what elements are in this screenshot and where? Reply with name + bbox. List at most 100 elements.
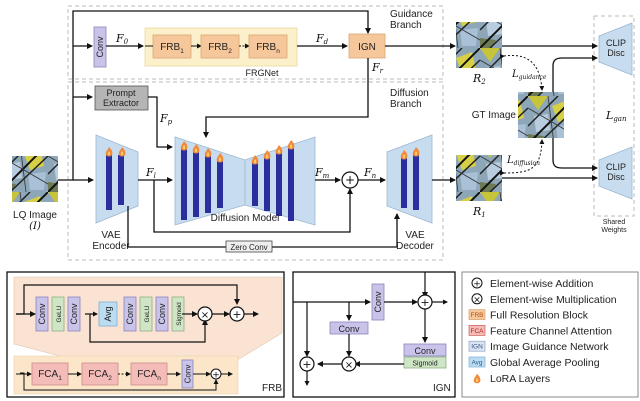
lq-image <box>12 156 58 202</box>
ign-sigmoid-label: Sigmoid <box>412 361 437 368</box>
fca-layer-gelu: GeLU <box>139 296 153 332</box>
legend-label: Element-wise Addition <box>490 278 593 290</box>
svg-text:+: + <box>345 173 355 187</box>
frb-badge-icon: FRB <box>468 309 486 320</box>
legend-item: IGN Image Guidance Network <box>468 340 609 353</box>
diffusion-branch-box <box>67 81 444 261</box>
legend-label: Feature Channel Attention <box>490 325 612 337</box>
avg-badge-icon: Avg <box>468 356 486 368</box>
fr-label: Fr <box>371 61 384 75</box>
svg-text:Conv: Conv <box>69 303 79 325</box>
gt-to-disc-top-arrow <box>552 55 598 92</box>
frb-block: FRB1 <box>152 34 192 59</box>
lora-flame-icon <box>275 145 283 155</box>
svg-text:Conv: Conv <box>37 303 47 325</box>
guidance-loss-arrow <box>499 54 545 91</box>
clip-disc-top <box>598 22 633 76</box>
decoder-bar <box>413 155 419 210</box>
svg-text:FRB1: FRB1 <box>160 42 184 55</box>
vae-decoder <box>386 134 433 224</box>
svg-text:+: + <box>302 358 311 371</box>
legend-item: + Element-wise Addition <box>471 277 593 290</box>
fca-layer-avg: Avg <box>98 301 118 327</box>
fca-layer-conv: Conv <box>123 296 137 332</box>
fp-arrow <box>148 96 173 150</box>
conv-block <box>93 26 107 68</box>
ign-badge-icon: IGN <box>468 340 486 352</box>
svg-text:×: × <box>201 310 209 321</box>
svg-text:Conv: Conv <box>125 303 135 325</box>
unet-layer-bar <box>264 157 270 211</box>
f0-label: F0 <box>115 32 129 46</box>
l-diffusion-label: Ldiffusion <box>506 155 540 167</box>
svg-text:+: + <box>232 308 241 321</box>
fca-block: FCA2 <box>81 362 119 386</box>
fp-label: Fp <box>159 112 173 126</box>
legend-label: LoRA Layers <box>490 373 550 385</box>
gt-image-label: GT Image <box>472 110 517 121</box>
plus-circle-icon: + <box>471 277 483 290</box>
ign-conv-right-label: Conv <box>414 346 436 356</box>
encoder-bar <box>106 155 112 210</box>
fca-mult-arrow <box>89 314 208 343</box>
vae-encoder <box>95 134 139 224</box>
legend-label: Image Guidance Network <box>490 341 609 353</box>
r2-image <box>456 22 502 68</box>
svg-text:FRBn: FRBn <box>256 42 280 55</box>
fr-arrow <box>203 58 369 138</box>
unet-layer-bar <box>193 151 199 217</box>
svg-text:+: + <box>420 296 429 309</box>
ign-label: IGN <box>358 42 376 53</box>
fca-badge-icon: FCA <box>468 325 486 336</box>
unet-layer-bar <box>288 147 294 221</box>
legend-label: Element-wise Multiplication <box>490 294 617 306</box>
svg-text:GeLU: GeLU <box>56 305 63 322</box>
frb-blocks: FRB1 FRB2 FRBn <box>145 34 288 59</box>
svg-text:GeLU: GeLU <box>144 305 151 322</box>
l-guidance-label: Lguidance <box>511 69 547 81</box>
r1-label: R1 <box>472 205 486 219</box>
unet-layer-bar <box>252 162 258 206</box>
svg-text:IGN: IGN <box>471 344 483 351</box>
fn-label: Fn <box>363 166 377 180</box>
legend-item: ×Element-wise Multiplication <box>471 293 617 306</box>
svg-text:+: + <box>212 371 220 381</box>
frb-residual-arrow <box>20 372 219 391</box>
ign-conv-top-label: Conv <box>373 291 383 313</box>
l-gan-label: Lgan <box>605 109 627 123</box>
svg-text:Conv: Conv <box>184 365 193 384</box>
fl-label: Fl <box>145 166 156 180</box>
gt-image <box>518 92 564 138</box>
lq-image-label: LQ Image(I) <box>13 210 57 232</box>
fd-label: Fd <box>315 32 329 46</box>
fca-layer-conv: Conv <box>35 296 49 332</box>
svg-text:FCAn: FCAn <box>137 369 161 382</box>
legend-item: FCA Feature Channel Attention <box>468 325 612 337</box>
r1-image <box>456 155 502 201</box>
decoder-bar <box>401 158 407 208</box>
frb-panel-title: FRB <box>262 383 282 394</box>
skip-arrow <box>153 180 353 233</box>
lora-flame-icon <box>263 150 271 160</box>
unet-layer-bar <box>276 152 282 216</box>
ign-panel-title: IGN <box>433 383 451 394</box>
unet-bars <box>180 140 295 221</box>
svg-text:FRB2: FRB2 <box>208 42 232 55</box>
frb-block: FRB2 <box>200 34 240 59</box>
encoder-bar <box>118 155 124 205</box>
frgnet-label: FRGNet <box>245 68 279 78</box>
frb-conv-block: Conv <box>181 359 194 389</box>
conv-label: Conv <box>95 36 105 58</box>
